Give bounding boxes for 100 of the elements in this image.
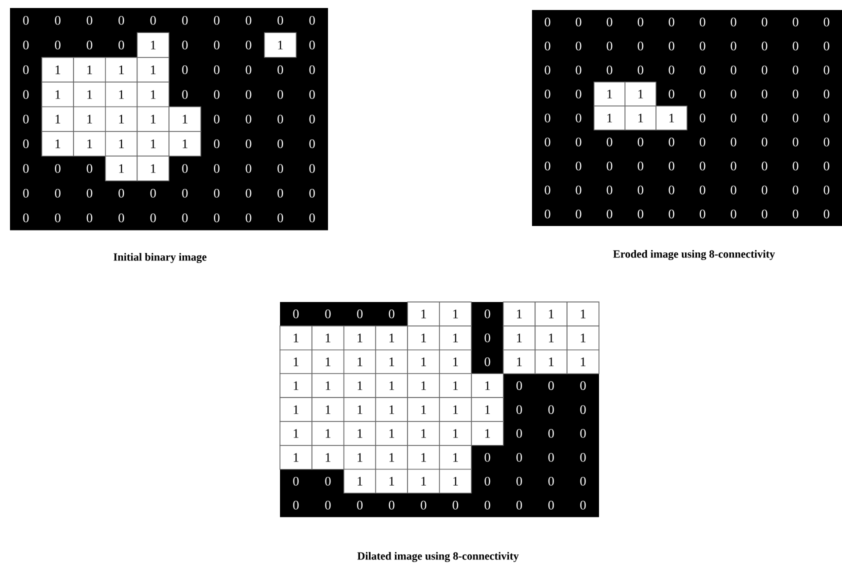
grid-cell: 0 xyxy=(792,114,798,122)
grid-cell: 0 xyxy=(293,310,299,318)
grid-cell: 0 xyxy=(700,114,706,122)
grid-cell: 1 xyxy=(105,131,138,157)
grid-cell: 0 xyxy=(309,16,315,25)
grid-cell: 0 xyxy=(548,429,554,438)
grid-cell: 1 xyxy=(343,349,376,374)
grid-cell: 0 xyxy=(484,500,490,510)
grid-cell: 0 xyxy=(293,476,299,486)
grid-cell: 0 xyxy=(214,90,220,99)
grid-cell: 0 xyxy=(182,16,188,25)
grid-cell: 0 xyxy=(700,18,706,26)
grid-cell: 0 xyxy=(357,500,363,510)
grid-cell: 0 xyxy=(544,186,550,194)
grid-cell: 1 xyxy=(502,326,536,350)
grid-cell: 0 xyxy=(278,164,284,173)
grid-cell: 1 xyxy=(407,468,440,494)
grid-cell: 0 xyxy=(544,42,550,50)
grid-cell: 0 xyxy=(23,164,29,173)
grid-cell: 1 xyxy=(624,106,656,130)
grid-cell: 1 xyxy=(280,445,312,470)
grid-cell: 0 xyxy=(214,16,220,25)
grid-cell: 1 xyxy=(566,302,600,326)
grid-cell: 0 xyxy=(824,138,830,146)
grid-cell: 0 xyxy=(388,310,394,318)
grid-cell: 0 xyxy=(668,66,674,74)
grid-cell: 0 xyxy=(23,16,29,25)
grid-cell: 0 xyxy=(54,16,60,25)
grid-cell: 1 xyxy=(312,397,344,422)
grid-cell: 0 xyxy=(484,357,490,366)
grid-cell: 0 xyxy=(580,381,586,390)
grid-cell: 1 xyxy=(280,397,312,422)
grid-cell: 1 xyxy=(439,302,472,326)
grid-cell: 0 xyxy=(309,188,315,198)
grid-cell: 1 xyxy=(343,468,376,494)
grid-cell: 1 xyxy=(407,326,440,350)
grid-cell: 1 xyxy=(136,32,170,58)
grid-cell: 0 xyxy=(278,139,284,148)
grid-cell: 0 xyxy=(54,40,60,50)
grid-cell: 0 xyxy=(824,186,830,194)
grid-cell: 0 xyxy=(484,334,490,342)
grid-cell: 1 xyxy=(105,82,138,108)
grid-cell: 0 xyxy=(293,500,299,510)
grid-cell: 1 xyxy=(280,421,312,446)
grid-cell: 0 xyxy=(638,42,644,50)
grid-cell: 1 xyxy=(136,82,170,108)
grid-cell: 1 xyxy=(594,82,626,106)
grid-cell: 0 xyxy=(668,90,674,98)
grid-cell: 1 xyxy=(471,397,504,422)
grid-cell: 0 xyxy=(150,188,156,198)
grid-cell: 0 xyxy=(23,90,29,99)
grid-cell: 0 xyxy=(548,405,554,414)
grid-cell: 1 xyxy=(312,373,344,398)
grid-cell: 1 xyxy=(41,106,74,132)
grid-cell: 0 xyxy=(278,114,284,124)
grid-cell: 0 xyxy=(668,186,674,194)
grid-cell: 0 xyxy=(576,90,582,98)
grid-cell: 1 xyxy=(312,445,344,470)
grid-cell: 1 xyxy=(312,326,344,350)
grid-cell: 0 xyxy=(484,453,490,462)
grid-cell: 1 xyxy=(375,326,408,350)
binary-grid xyxy=(10,8,328,230)
grid-cell: 0 xyxy=(544,90,550,98)
grid-cell: 0 xyxy=(516,476,522,486)
grid-cell: 1 xyxy=(41,82,74,108)
grid-cell: 0 xyxy=(23,188,29,198)
grid-cell: 1 xyxy=(280,373,312,398)
grid-cell: 1 xyxy=(375,421,408,446)
grid-cell: 1 xyxy=(343,397,376,422)
grid-cell: 0 xyxy=(606,186,612,194)
grid-cell: 0 xyxy=(576,162,582,170)
grid-cell: 0 xyxy=(309,139,315,148)
grid-cell: 0 xyxy=(246,164,252,173)
grid-cell: 0 xyxy=(638,138,644,146)
grid-cell: 0 xyxy=(420,500,426,510)
grid-cell: 1 xyxy=(375,373,408,398)
grid-cell: 0 xyxy=(638,66,644,74)
grid-cell: 1 xyxy=(594,106,626,130)
grid-cell: 0 xyxy=(246,65,252,74)
grid-cell: 0 xyxy=(548,453,554,462)
grid-cell: 0 xyxy=(824,18,830,26)
grid-cell: 1 xyxy=(566,326,600,350)
grid-cell: 0 xyxy=(544,138,550,146)
grid-cell: 0 xyxy=(792,186,798,194)
grid-cell: 1 xyxy=(439,445,472,470)
grid-cell: 1 xyxy=(105,106,138,132)
grid-cell: 0 xyxy=(580,453,586,462)
grid-cell: 0 xyxy=(638,210,644,218)
grid-cell: 0 xyxy=(214,164,220,173)
grid-cell: 0 xyxy=(762,18,768,26)
grid-cell: 0 xyxy=(246,90,252,99)
grid-cell: 0 xyxy=(246,139,252,148)
grid-cell: 0 xyxy=(246,40,252,50)
grid-cell: 1 xyxy=(280,326,312,350)
grid-cell: 0 xyxy=(792,18,798,26)
grid-cell: 0 xyxy=(150,214,156,222)
grid-cell: 1 xyxy=(136,57,170,83)
grid-cell: 1 xyxy=(439,468,472,494)
grid-cell: 0 xyxy=(23,139,29,148)
grid-cell: 0 xyxy=(86,164,92,173)
